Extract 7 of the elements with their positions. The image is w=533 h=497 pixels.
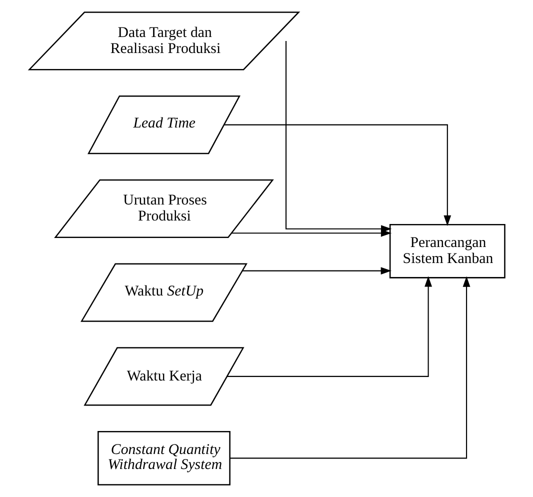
arrow	[226, 276, 432, 377]
arrow	[242, 267, 391, 275]
arrow	[230, 276, 470, 459]
node-box: Constant Quantity Withdrawal System	[97, 431, 230, 486]
arrow	[231, 229, 392, 237]
node-box: Perancangan Sistem Kanban	[388, 224, 505, 278]
arrow	[224, 124, 451, 226]
